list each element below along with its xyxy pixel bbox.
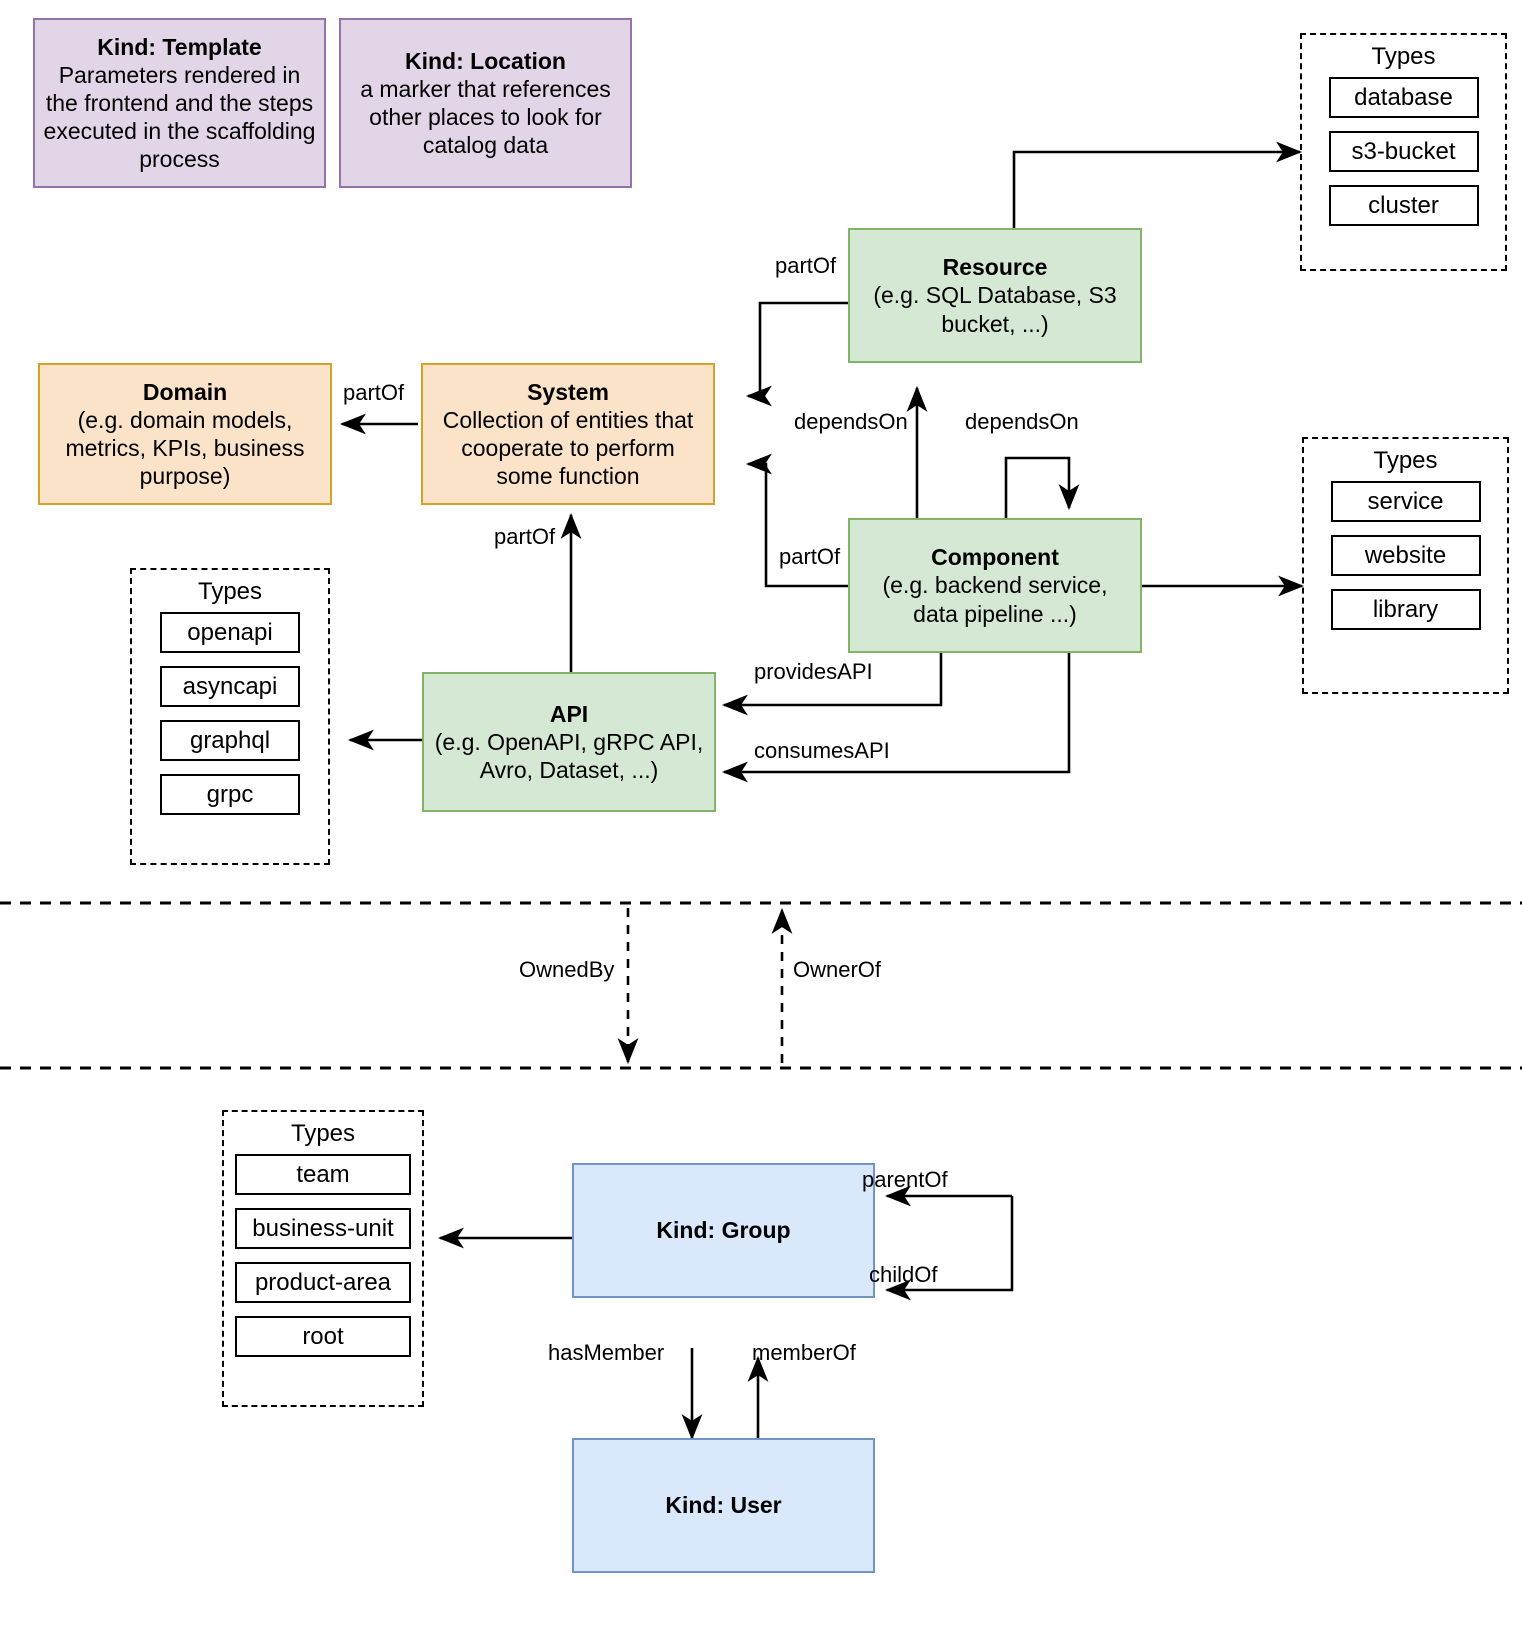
node-resource[interactable]: Resource (e.g. SQL Database, S3 bucket, … <box>848 228 1142 363</box>
node-group-title: Kind: Group <box>656 1217 791 1244</box>
node-resource-desc: (e.g. SQL Database, S3 bucket, ...) <box>873 282 1117 337</box>
types-group-resource-title: Types <box>1371 43 1436 70</box>
type-chip-service[interactable]: service <box>1330 481 1481 522</box>
node-template-desc: Parameters rendered in the frontend and … <box>43 61 316 173</box>
edge-label-has-member: hasMember <box>548 1340 665 1365</box>
node-component[interactable]: Component (e.g. backend service, data pi… <box>848 518 1142 653</box>
types-group-api: Types openapi asyncapi graphql grpc <box>130 568 330 865</box>
edge-component-dependson-self <box>1004 456 1080 518</box>
edge-label-owner-of: OwnerOf <box>793 957 882 982</box>
node-domain-desc: (e.g. domain models, metrics, KPIs, busi… <box>65 406 305 490</box>
types-group-group: Types team business-unit product-area ro… <box>222 1110 424 1407</box>
node-template-title: Kind: Template <box>97 33 262 60</box>
node-api[interactable]: API (e.g. OpenAPI, gRPC API, Avro, Datas… <box>422 672 716 812</box>
edge-label-child-of: childOf <box>869 1262 938 1287</box>
type-chip-website[interactable]: website <box>1330 535 1481 576</box>
edge-label-provides-api: providesAPI <box>754 659 873 684</box>
node-user[interactable]: Kind: User <box>572 1438 875 1573</box>
edge-label-parent-of: parentOf <box>862 1167 948 1192</box>
types-group-resource: Types database s3-bucket cluster <box>1300 33 1507 271</box>
type-chip-team[interactable]: team <box>235 1154 411 1195</box>
type-chip-cluster[interactable]: cluster <box>1328 185 1479 226</box>
edge-resource-partof-system <box>745 301 848 407</box>
type-chip-root[interactable]: root <box>235 1316 411 1357</box>
node-location-desc: a marker that references other places to… <box>360 75 611 159</box>
type-chip-library[interactable]: library <box>1330 589 1481 630</box>
node-api-title: API <box>549 700 589 727</box>
type-chip-s3-bucket[interactable]: s3-bucket <box>1328 131 1479 172</box>
node-group[interactable]: Kind: Group <box>572 1163 875 1298</box>
type-chip-grpc[interactable]: grpc <box>160 774 300 815</box>
types-group-api-title: Types <box>197 578 263 605</box>
node-system-desc: Collection of entities that cooperate to… <box>442 406 694 490</box>
node-location-title: Kind: Location <box>405 47 566 74</box>
node-system[interactable]: System Collection of entities that coope… <box>421 363 715 505</box>
edge-label-api-partof: partOf <box>494 524 556 549</box>
edge-label-system-partof-domain: partOf <box>343 380 405 405</box>
edge-resource-to-types <box>1012 141 1303 228</box>
node-api-desc: (e.g. OpenAPI, gRPC API, Avro, Dataset, … <box>434 728 704 784</box>
node-component-title: Component <box>931 544 1059 571</box>
type-chip-openapi[interactable]: openapi <box>160 612 300 653</box>
node-system-title: System <box>527 378 609 405</box>
node-domain[interactable]: Domain (e.g. domain models, metrics, KPI… <box>38 363 332 505</box>
edge-label-resource-partof: partOf <box>775 253 837 278</box>
type-chip-database[interactable]: database <box>1328 77 1479 118</box>
types-group-component-title: Types <box>1373 447 1438 474</box>
edge-label-component-dependson-self: dependsOn <box>965 409 1079 434</box>
node-resource-title: Resource <box>942 254 1048 281</box>
type-chip-graphql[interactable]: graphql <box>160 720 300 761</box>
node-template[interactable]: Kind: Template Parameters rendered in th… <box>33 18 326 188</box>
type-chip-business-unit[interactable]: business-unit <box>235 1208 411 1249</box>
node-location[interactable]: Kind: Location a marker that references … <box>339 18 632 188</box>
edge-label-resource-dependson: dependsOn <box>794 409 908 434</box>
node-user-title: Kind: User <box>665 1492 782 1519</box>
edge-label-consumes-api: consumesAPI <box>754 738 890 763</box>
type-chip-asyncapi[interactable]: asyncapi <box>160 666 300 707</box>
node-domain-title: Domain <box>142 378 228 405</box>
types-group-group-title: Types <box>290 1120 356 1147</box>
type-chip-product-area[interactable]: product-area <box>235 1262 411 1303</box>
edge-label-member-of: memberOf <box>752 1340 856 1365</box>
node-component-desc: (e.g. backend service, data pipeline ...… <box>882 572 1108 627</box>
edge-label-owned-by: OwnedBy <box>519 957 615 982</box>
types-group-component: Types service website library <box>1302 437 1509 694</box>
edge-label-component-partof: partOf <box>779 544 841 569</box>
